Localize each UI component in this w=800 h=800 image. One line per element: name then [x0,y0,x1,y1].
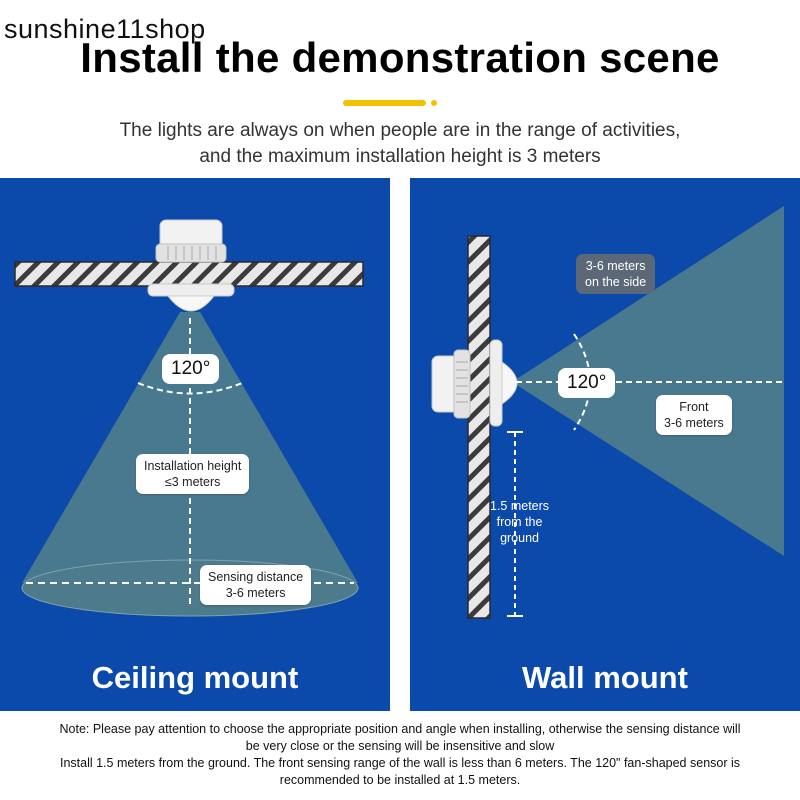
side-range-line-2: on the side [585,275,647,289]
note-line-2: be very close or the sensing will be ins… [245,739,555,753]
subtitle-line-2: and the maximum installation height is 3… [199,146,601,167]
wall-sensor-flange [489,339,503,427]
ground-height-label: 1.5 meters from the ground [490,498,549,546]
note-line-4: recommended to be installed at 1.5 meter… [279,773,521,787]
page-title: Install the demonstration scene [80,34,720,81]
ceiling-sensing-cone [22,312,358,583]
wall-mount-caption: Wall mount [522,660,688,695]
ceiling-mount-caption: Ceiling mount [91,660,299,695]
title-accent-bar [343,100,426,106]
sensor-dome [166,295,216,312]
ceiling-mount-illustration [14,219,364,617]
wall-slab [467,235,491,619]
note-line-1: Note: Please pay attention to choose the… [59,722,741,736]
sensing-distance-label: Sensing distance 3-6 meters [200,565,312,605]
installation-note: Note: Please pay attention to choose the… [0,721,800,789]
front-range-label: Front 3-6 meters [656,395,732,435]
wall-angle-label: 120° [558,368,616,398]
sensor-flange [147,283,235,297]
wall-sensor-dome [501,361,518,405]
ground-height-line-2: from the [496,515,543,529]
ceiling-slab [14,261,364,287]
installation-height-line-2: ≤3 meters [164,475,221,489]
note-line-3: Install 1.5 meters from the ground. The … [59,756,741,770]
page-subtitle: The lights are always on when people are… [0,118,800,170]
ceiling-angle-label: 120° [162,354,220,384]
sensing-distance-line-2: 3-6 meters [225,586,286,600]
installation-height-line-1: Installation height [144,459,242,473]
side-range-label: 3-6 meters on the side [576,254,656,294]
ground-height-line-3: ground [500,531,539,545]
title-accent-dot [431,100,437,106]
watermark-text: sunshine11shop [4,14,206,44]
ground-height-line-1: 1.5 meters [490,499,550,513]
subtitle-line-1: The lights are always on when people are… [119,120,681,141]
side-range-line-1: 3-6 meters [585,259,646,273]
installation-height-label: Installation height ≤3 meters [136,454,250,494]
ceiling-mount-panel: 120° Installation height ≤3 meters Sensi… [0,178,390,711]
wall-mount-panel: 3-6 meters on the side 120° Front 3-6 me… [410,178,800,711]
sensing-distance-line-1: Sensing distance [208,570,304,584]
front-range-line-1: Front [679,400,709,414]
front-range-line-2: 3-6 meters [664,416,724,430]
